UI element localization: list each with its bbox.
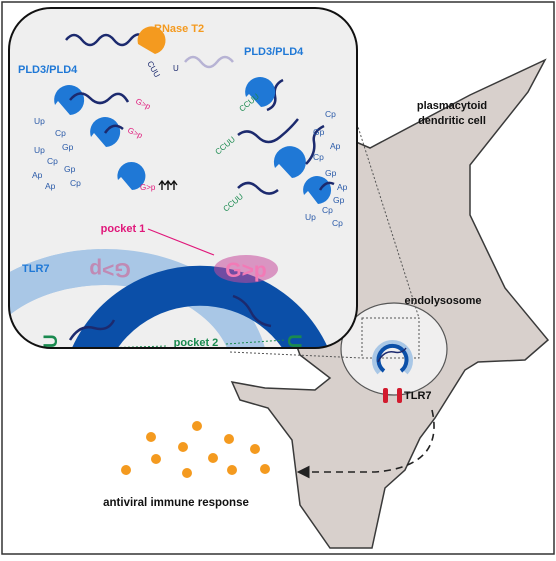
tlr7-protomer-dark xyxy=(65,265,335,348)
cytokine-dots xyxy=(121,421,270,478)
nucleotide: Cp xyxy=(325,109,336,119)
tlr7-protomer-light xyxy=(9,249,268,348)
pocket1-ligand-mirror: G>p xyxy=(89,258,130,281)
pld-enzyme xyxy=(273,146,306,178)
nucleotide: Gp xyxy=(325,168,337,178)
rnase-t2-label: RNase T2 xyxy=(154,23,204,35)
tlr7-cell-label: TLR7 xyxy=(404,390,432,402)
endolysosome xyxy=(340,302,448,396)
nucleotide: Gp xyxy=(313,127,325,137)
cytokine-dot xyxy=(250,444,260,454)
pocket2-leader-right xyxy=(225,339,286,345)
cyclic-gmp-fragment: G>p xyxy=(140,183,156,192)
cell-type-label-1: plasmacytoid xyxy=(417,100,487,112)
nucleotide: Ap xyxy=(32,170,43,180)
nucleotide: Up xyxy=(34,145,45,155)
rna-strand xyxy=(305,124,325,165)
inset-border xyxy=(8,7,358,349)
tlr7-small xyxy=(372,340,413,403)
tlr7-protomer-light-front xyxy=(9,249,101,348)
tlr7-tm-left xyxy=(383,388,388,403)
rna-strand xyxy=(237,118,299,144)
outcome-label: antiviral immune response xyxy=(103,497,249,509)
cytokine-dot xyxy=(227,465,237,475)
pocket1-label: pocket 1 xyxy=(101,223,146,235)
pocket2-ligand: UU xyxy=(283,334,304,361)
pld-label-left: PLD3/PLD4 xyxy=(18,64,78,76)
signal-arrow xyxy=(296,409,435,479)
rna-strand xyxy=(266,78,284,112)
tlr7-tm-right xyxy=(397,388,402,403)
nucleotide: Ap xyxy=(330,141,341,151)
nucleotide: Up xyxy=(34,116,45,126)
endolysosome-label: endolysosome xyxy=(404,295,481,307)
rna-fragment-u: U xyxy=(173,64,179,73)
rna-strand-cleaved xyxy=(184,55,234,69)
tlr7-inset-label: TLR7 xyxy=(22,263,50,275)
rna-strand xyxy=(68,319,116,341)
release-arrows xyxy=(158,179,178,190)
nucleotide: Gp xyxy=(64,164,76,174)
cytokine-dot xyxy=(182,468,192,478)
pld-enzyme xyxy=(303,176,332,204)
zoom-box xyxy=(361,317,420,359)
rna-strand xyxy=(237,181,279,195)
cytokine-dot xyxy=(178,442,188,452)
nucleotides-right: Cp Gp Ap Cp Gp Ap Gp Cp Up Cp xyxy=(305,109,348,228)
pocket1-leader xyxy=(147,228,215,256)
rna-strand xyxy=(69,92,130,105)
nucleotides-left: Up Cp Up Gp Cp Ap Gp Ap Cp xyxy=(32,116,81,191)
rna-strand xyxy=(232,294,272,328)
rna-strand xyxy=(318,181,335,191)
cytokine-dot xyxy=(146,432,156,442)
rna-strand-top xyxy=(65,33,145,47)
pocket1-ligand: G>p xyxy=(225,259,266,282)
nucleotide: Cp xyxy=(322,205,333,215)
nucleotide: Up xyxy=(305,212,316,222)
nucleotide: Cp xyxy=(47,156,58,166)
cytokine-dot xyxy=(208,453,218,463)
rna-strand xyxy=(103,124,124,134)
cytokine-dot xyxy=(260,464,270,474)
nucleotide: Cp xyxy=(55,128,66,138)
cytokine-dot xyxy=(151,454,161,464)
pocket2-label: pocket 2 xyxy=(174,337,219,349)
cytokine-dot xyxy=(121,465,131,475)
cytokine-dot xyxy=(192,421,202,431)
inset-content: RNase T2 CUU U PLD3/PLD4 G>p G>p G>p Up … xyxy=(9,23,348,361)
pld-enzyme xyxy=(117,162,146,190)
pld-enzyme xyxy=(54,85,85,115)
pld-enzyme xyxy=(245,77,276,107)
nucleotide: Ap xyxy=(337,182,348,192)
rnase-t2-enzyme xyxy=(137,26,166,54)
cytokine-dot xyxy=(224,434,234,444)
nucleotide: Cp xyxy=(70,178,81,188)
pocket1-highlight xyxy=(214,255,278,283)
nucleotide: Cp xyxy=(313,152,324,162)
nucleotide: Cp xyxy=(332,218,343,228)
nucleotide: Gp xyxy=(62,142,74,152)
nucleotide: Ap xyxy=(45,181,56,191)
pld-label-right: PLD3/PLD4 xyxy=(244,46,304,58)
nucleotide: Gp xyxy=(333,195,345,205)
pocket2-ligand-mirror: UU xyxy=(41,334,62,361)
cell-type-label-2: dendritic cell xyxy=(418,115,486,127)
